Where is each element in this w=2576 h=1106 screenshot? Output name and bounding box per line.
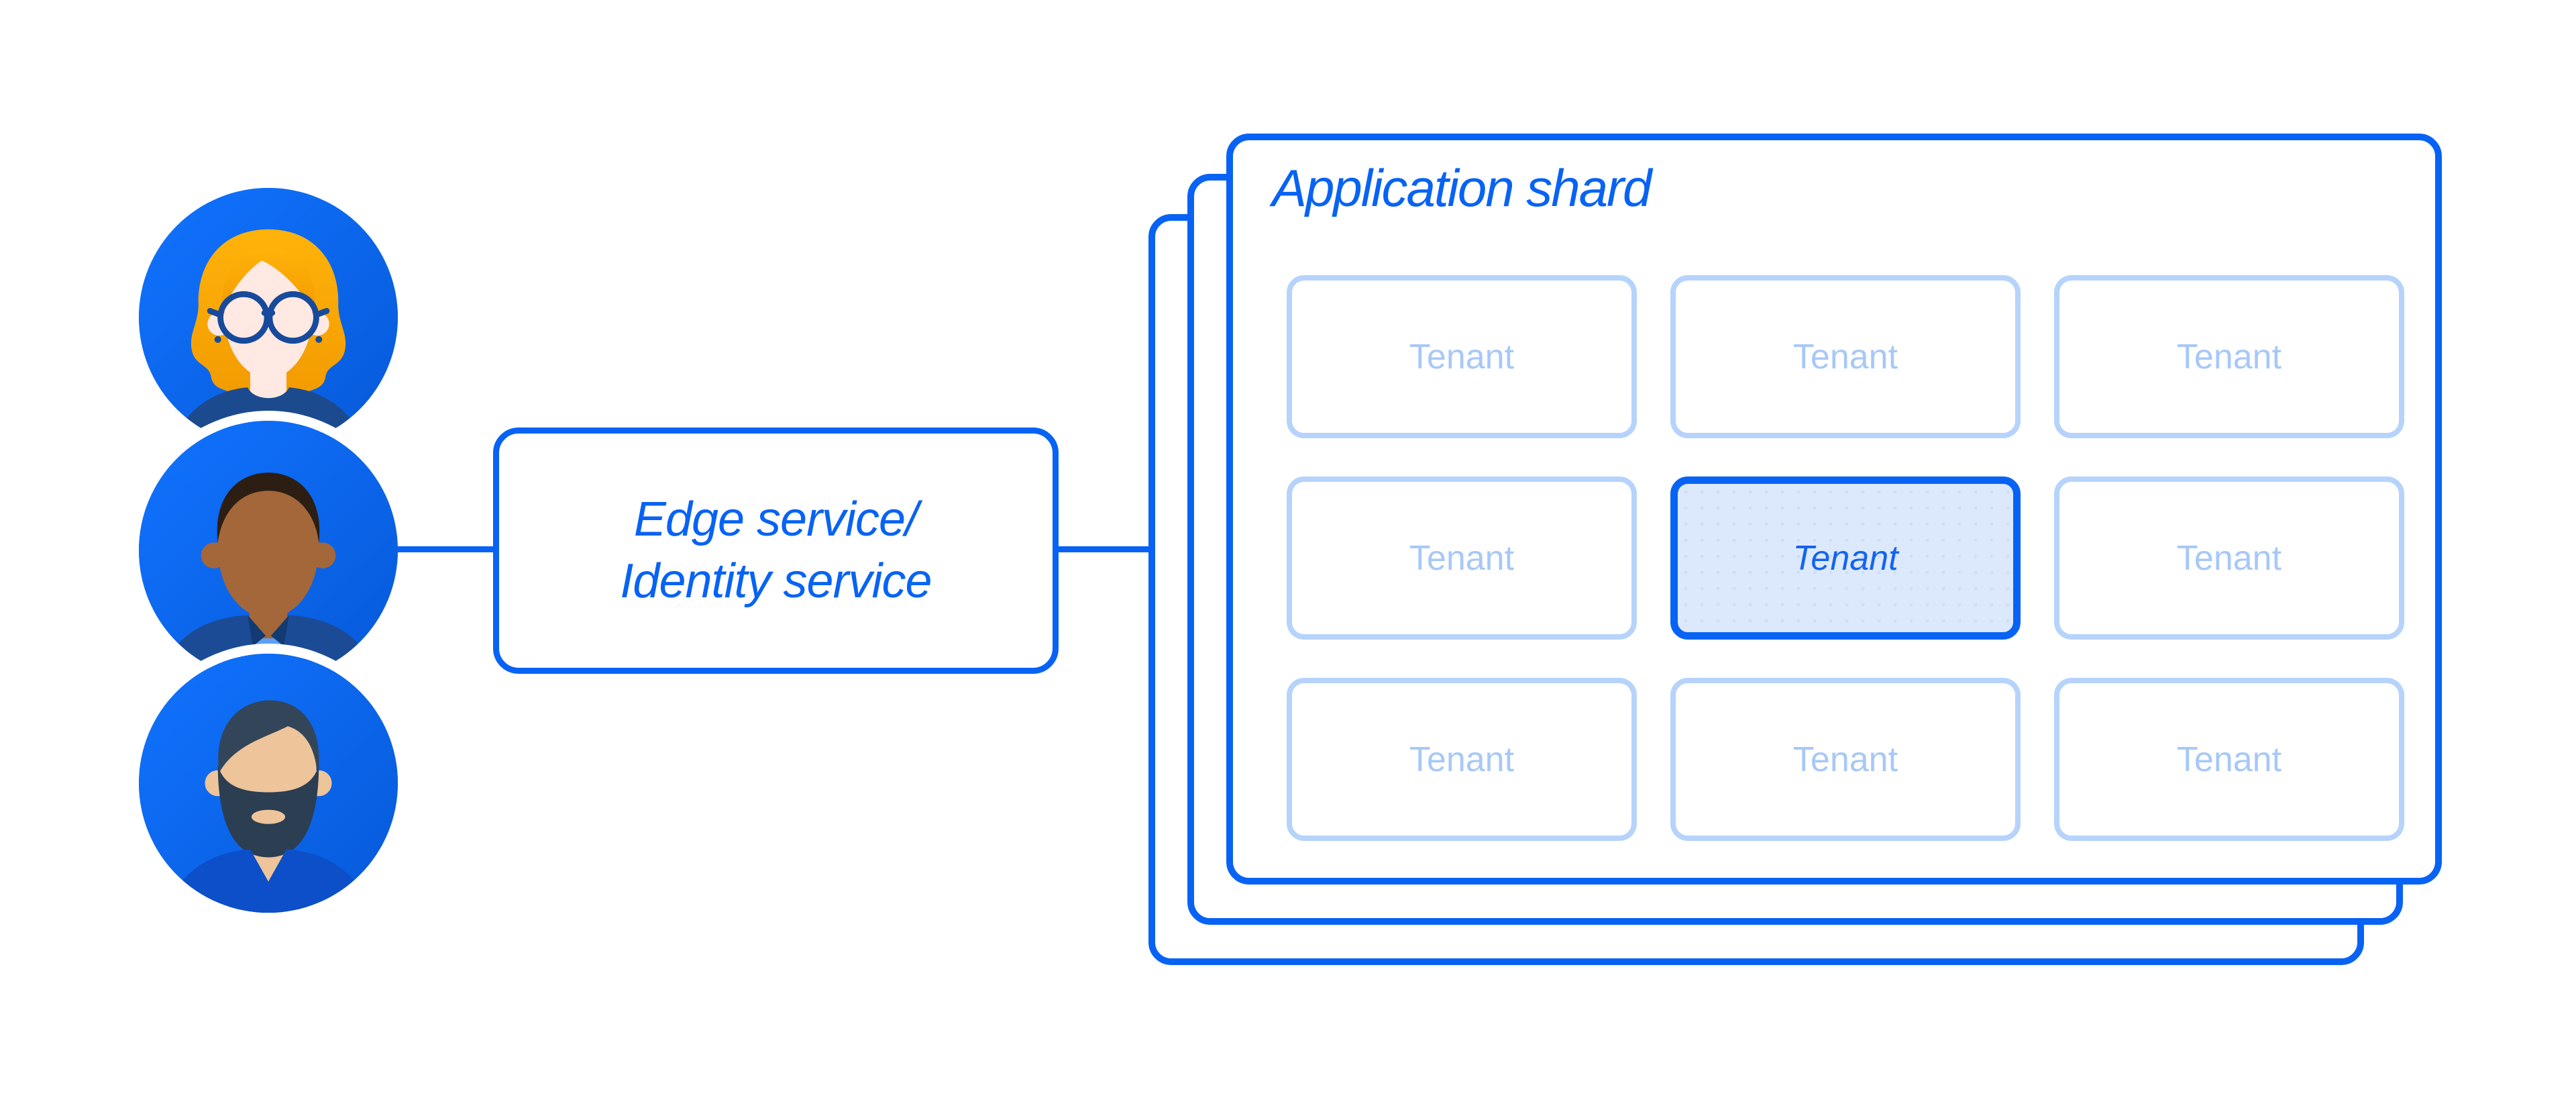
- tenant-label: Tenant: [1409, 538, 1515, 578]
- tenant-label: Tenant: [1409, 740, 1515, 779]
- tenant-box: Tenant: [2054, 476, 2404, 640]
- tenant-label: Tenant: [2176, 337, 2282, 376]
- tenant-label: Tenant: [2176, 538, 2282, 578]
- tenant-box: Tenant: [1287, 275, 1637, 438]
- edge-service-line1: Edge service/: [633, 493, 918, 547]
- tenant-label: Tenant: [1792, 538, 1898, 578]
- tenant-box-highlighted: Tenant: [1670, 476, 2021, 640]
- connector-edge-service-to-shard: [1059, 546, 1155, 552]
- tenant-box: Tenant: [2054, 678, 2404, 841]
- man-short-hair-icon: [139, 421, 398, 680]
- edge-service-line2: Identity service: [620, 554, 932, 608]
- application-shard-card-front: Application shard Tenant Tenant Tenant T…: [1226, 134, 2442, 885]
- tenant-label: Tenant: [1792, 740, 1898, 779]
- tenant-label: Tenant: [1409, 337, 1515, 376]
- woman-with-glasses-icon: [139, 188, 398, 447]
- man-with-beard-icon: [139, 654, 398, 913]
- user-avatar-man-beard: [139, 654, 398, 913]
- tenant-box: Tenant: [1287, 678, 1637, 841]
- tenant-box: Tenant: [1670, 678, 2021, 841]
- shard-title: Application shard: [1272, 158, 1652, 217]
- edge-identity-service-label: Edge service/ Identity service: [620, 489, 932, 612]
- user-avatar-man-short-hair: [139, 421, 398, 680]
- edge-identity-service-box: Edge service/ Identity service: [493, 428, 1059, 674]
- tenant-box: Tenant: [1287, 476, 1637, 640]
- connector-users-to-edge-service: [397, 546, 495, 552]
- tenant-label: Tenant: [2176, 740, 2282, 779]
- tenant-box: Tenant: [2054, 275, 2404, 438]
- tenant-label: Tenant: [1792, 337, 1898, 376]
- tenant-box: Tenant: [1670, 275, 2021, 438]
- user-avatar-woman-glasses: [139, 188, 398, 447]
